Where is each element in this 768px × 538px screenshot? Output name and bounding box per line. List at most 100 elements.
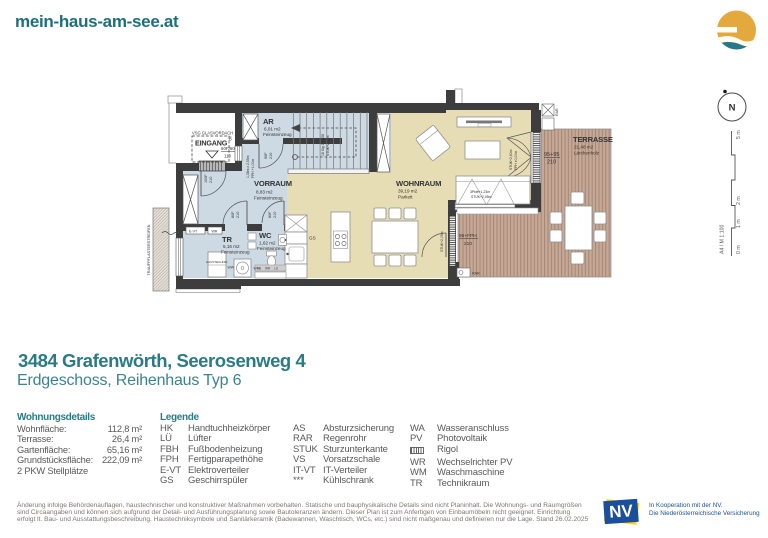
- svg-text:210: 210: [236, 212, 240, 218]
- site-name: mein-haus-am-see.at: [15, 12, 179, 31]
- sofa-window-note: 3Pkte+1,23m STUK+2,05m: [470, 190, 492, 199]
- details-row: Grundstücksfläche:222,09 m²: [17, 455, 142, 466]
- room-wc-floor-label: Feinsteinzeug: [257, 246, 286, 251]
- page-title: 3484 Grafenwörth, Seerosenweg 4: [18, 349, 306, 371]
- dining-window-size: 95+FPH 210: [459, 233, 478, 247]
- gravel-strip: [152, 207, 170, 292]
- details-note: 2 PKW Stellplätze: [17, 465, 89, 476]
- footer-line: sind Circaangaben und können sich aufgru…: [17, 508, 571, 516]
- entry-arrow: [205, 150, 219, 159]
- wm-label: WM: [254, 267, 260, 271]
- wc-cabinet: [254, 271, 287, 279]
- entry-window-h: 110: [224, 154, 232, 159]
- logo-sun-lake-icon: [717, 10, 756, 50]
- rigol-symbol-cell: [410, 445, 437, 458]
- room-tr-area: 5,16 m2: [223, 244, 240, 249]
- terrace-step: [456, 207, 539, 215]
- haustechnik-unit: [207, 251, 227, 278]
- cooktop-burners: [335, 234, 347, 246]
- svg-text:1 m: 1 m: [736, 219, 742, 228]
- room-wohnraum-floor-label: Parkett: [398, 195, 413, 200]
- french-door-glazing: [532, 131, 541, 184]
- room-wohnraum-area: 39,19 m2: [398, 189, 418, 194]
- wc-fixtures: [247, 232, 287, 279]
- rar-label-se: RAR: [472, 272, 480, 276]
- wc-door-size: 80F 210: [268, 211, 277, 218]
- dining-table: [371, 220, 419, 254]
- scale-bar-labels: 0 m 1 m 2 m 5 m A4 / M 1:100: [720, 130, 743, 254]
- kitchen: [284, 211, 351, 279]
- french-door: [506, 131, 532, 184]
- rigol-hatch-icon: [410, 447, 424, 455]
- svg-text:2 m: 2 m: [736, 196, 742, 205]
- svg-text:18 Stg 17,5/28: 18 Stg 17,5/28: [321, 134, 325, 156]
- entry-canopy: [191, 135, 230, 163]
- entrance-grate: [198, 160, 226, 172]
- footer-disclaimer: Änderung infolge Behördenauflagen, haust…: [17, 502, 617, 524]
- footer-line: Änderung infolge Behördenauflagen, haust…: [17, 501, 582, 509]
- svg-text:STUK+2,62m: STUK+2,62m: [326, 135, 330, 156]
- svg-text:210: 210: [269, 153, 273, 159]
- terrace-door-note: STUK+2,05m: [440, 231, 444, 252]
- room-wc-name: WC: [259, 231, 272, 240]
- washbasin: [278, 234, 287, 246]
- ar-door-size: 90F 210: [264, 152, 273, 159]
- vorraum-window-note: 1,38m x 2,55m FPH +1,00m: [246, 155, 255, 178]
- floor-plan-drawing: AR 6,01 m2 Feinsteinzeug VORRAUM 8,83 m2…: [147, 88, 613, 293]
- cooktop: [333, 230, 348, 249]
- svg-text:VS: VS: [257, 267, 261, 271]
- tv: [466, 120, 502, 124]
- french-door-note: STUK+2,60m FPH ±0,00m: [509, 149, 518, 170]
- stair-direction-arrow: [291, 124, 300, 132]
- nv-logo-blue: NV: [603, 498, 639, 525]
- compass: N: [717, 89, 747, 122]
- dining-window-glazing: [449, 215, 456, 267]
- svg-text:5 m: 5 m: [736, 130, 742, 139]
- canopy-label: VSG GLASVORDACH: [192, 131, 233, 136]
- room-ar-name: AR: [263, 117, 274, 126]
- footer-line: erfolgt lt. Bau- und Ausstattungsbeschre…: [17, 515, 589, 523]
- svg-text:80F: 80F: [231, 211, 235, 218]
- washing-machine: [233, 258, 252, 278]
- svg-text:210: 210: [464, 241, 472, 247]
- details-row: Gartenfläche:65,16 m²: [17, 444, 142, 455]
- tv-bracket: [477, 123, 492, 127]
- svg-text:210: 210: [547, 160, 556, 166]
- svg-text:1,38m x 2,55m: 1,38m x 2,55m: [246, 155, 250, 178]
- details-row: Terrasse:26,4 m²: [17, 434, 142, 445]
- legend-heading: Legende: [160, 412, 199, 423]
- svg-text:80F: 80F: [268, 211, 272, 218]
- room-vorraum-name: VORRAUM: [254, 179, 292, 188]
- door-openings: [225, 138, 284, 231]
- rar-label-ne: RAR: [555, 108, 559, 116]
- svg-text:95+FPH: 95+FPH: [459, 233, 477, 239]
- details-row: Wohnfläche:112,8 m²: [17, 424, 142, 434]
- tr-door: [222, 200, 248, 226]
- stair-note: 18 Stg 17,5/28 STUK+2,62m: [321, 134, 330, 156]
- entry-door: [200, 170, 227, 197]
- strip-arrowhead: [176, 230, 180, 235]
- dining-set: [371, 207, 419, 267]
- room-terrasse-name: TERRASSE: [573, 135, 613, 144]
- legend-row: ***Kühlschrank: [293, 475, 374, 487]
- room-terrasse-floor-label: Lärchenholz: [574, 151, 600, 156]
- kitchen-island: [330, 211, 351, 263]
- terrace-dining-set: [549, 191, 607, 265]
- sofa-window: [455, 175, 531, 205]
